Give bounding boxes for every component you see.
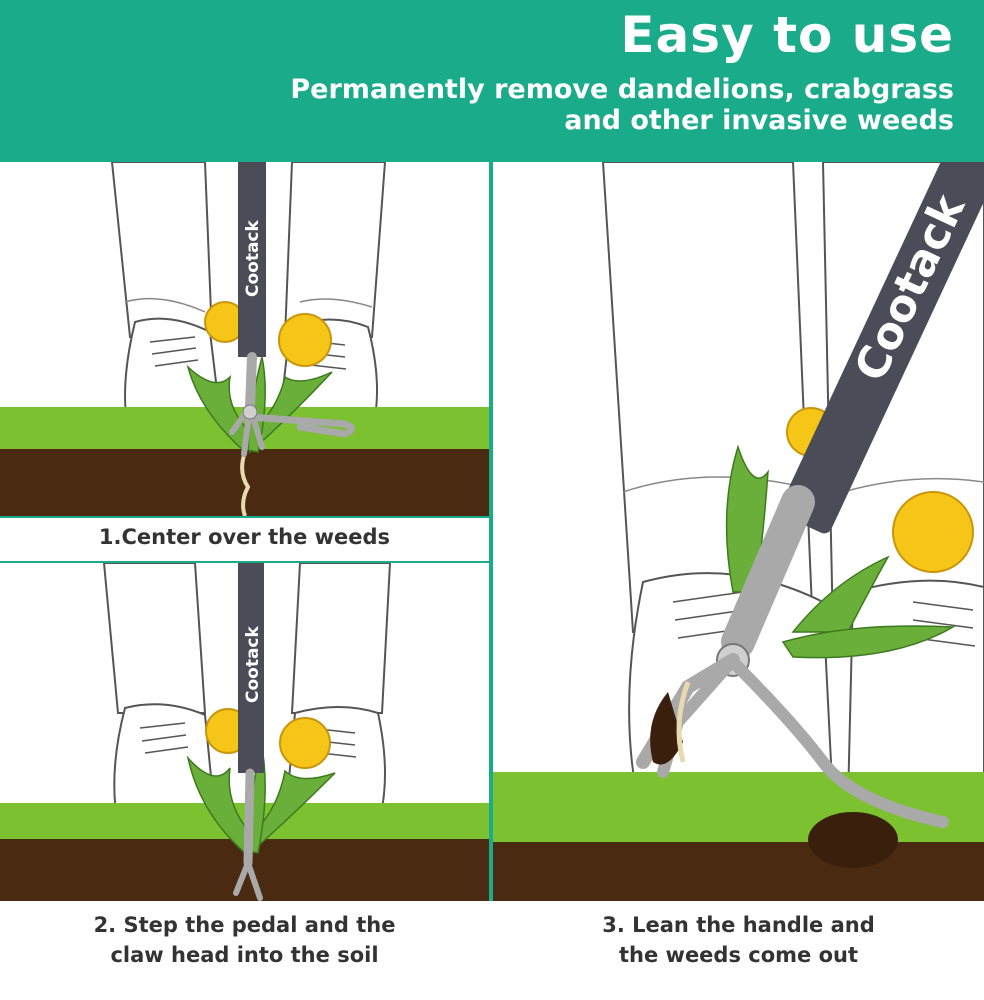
step-1-illustration: Cootack bbox=[0, 162, 489, 516]
step-2-scene: Cootack bbox=[0, 563, 489, 901]
step-3-caption-line-1: 3. Lean the handle and bbox=[602, 913, 875, 937]
step-2-caption-line-1: 2. Step the pedal and the bbox=[93, 913, 396, 937]
divider-bottom bbox=[0, 561, 489, 563]
right-leg bbox=[283, 162, 387, 338]
brand-label-1: Cootack bbox=[243, 219, 263, 297]
left-leg bbox=[110, 162, 214, 338]
step-2-caption: 2. Step the pedal and the claw head into… bbox=[0, 910, 489, 970]
step-3-caption: 3. Lean the handle and the weeds come ou… bbox=[493, 910, 984, 970]
divider-top bbox=[0, 516, 489, 518]
step-2-caption-line-2: claw head into the soil bbox=[110, 943, 379, 967]
subtitle-line-1: Permanently remove dandelions, crabgrass bbox=[290, 74, 954, 105]
soil-hole bbox=[808, 812, 898, 868]
step-3-caption-line-2: the weeds come out bbox=[619, 943, 858, 967]
step-1-caption: 1.Center over the weeds bbox=[0, 522, 489, 552]
tool-handle bbox=[238, 162, 266, 357]
page-title: Easy to use bbox=[620, 6, 954, 64]
step-1-scene: Cootack bbox=[0, 162, 489, 516]
brand-label-2: Cootack bbox=[243, 625, 263, 703]
divider-vertical bbox=[489, 162, 493, 901]
step-2-illustration: Cootack bbox=[0, 563, 489, 901]
tool-handle-3 bbox=[779, 162, 984, 534]
step-1-caption-line: 1.Center over the weeds bbox=[98, 525, 391, 549]
step-3-scene: Cootack bbox=[493, 162, 984, 901]
step-3-illustration: Cootack bbox=[493, 162, 984, 901]
header-banner: Easy to use Permanently remove dandelion… bbox=[0, 0, 984, 162]
page-subtitle: Permanently remove dandelions, crabgrass… bbox=[290, 74, 954, 136]
subtitle-line-2: and other invasive weeds bbox=[564, 105, 954, 136]
